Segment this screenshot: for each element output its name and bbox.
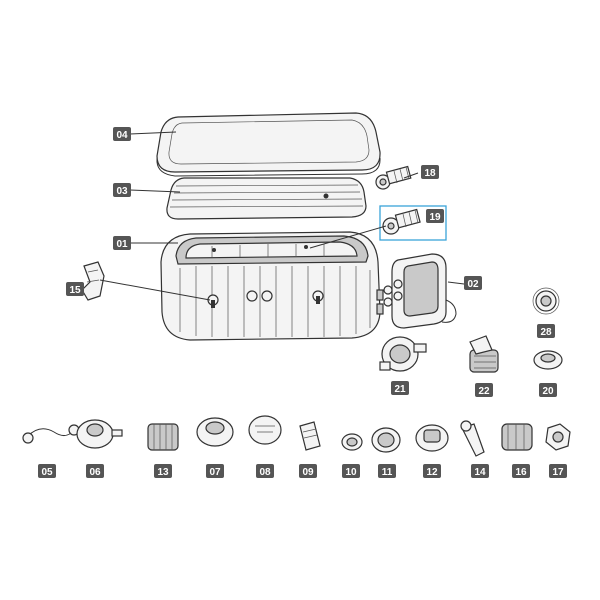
svg-text:18: 18 [424,168,436,179]
part-19-highlight-frame [379,205,447,241]
svg-text:12: 12 [426,467,438,478]
part-10-ring [341,433,363,451]
part-07-filter-cover [196,417,234,447]
svg-text:04: 04 [116,130,128,141]
svg-text:19: 19 [429,212,441,223]
svg-text:28: 28 [540,327,552,338]
part-21-filter-housing [379,336,427,372]
part-17-hex-nut [545,423,571,451]
part-20-plug-cap [533,350,563,370]
label-02: 02 [464,276,482,290]
part-06-valve [76,419,123,449]
svg-text:20: 20 [542,386,554,397]
svg-text:10: 10 [345,467,357,478]
label-13: 13 [154,464,172,478]
label-17: 17 [549,464,567,478]
part-02-pump-unit [383,253,457,329]
label-01: 01 [113,236,131,250]
part-08-strainer-cover [248,415,282,445]
part-15-clip [81,261,105,301]
label-12: 12 [423,464,441,478]
svg-text:11: 11 [382,467,393,478]
label-05: 05 [38,464,56,478]
part-03-air-cushion [166,177,367,220]
label-14: 14 [471,464,489,478]
part-01-tub-body [160,231,384,341]
label-04: 04 [113,127,131,141]
part-labels: 04 03 01 18 19 02 15 28 20 21 22 05 06 1… [38,127,567,478]
part-05-hose [22,424,80,444]
label-16: 16 [512,464,530,478]
svg-text:16: 16 [515,467,527,478]
part-11-nut [371,427,401,453]
svg-text:05: 05 [41,467,53,478]
label-21: 21 [391,381,409,395]
label-06: 06 [86,464,104,478]
part-18-jet-fitting [375,165,412,190]
part-19-jet-fitting [379,205,447,241]
svg-text:15: 15 [69,285,81,296]
svg-text:13: 13 [157,467,169,478]
label-11: 11 [378,464,396,478]
label-20: 20 [539,383,557,397]
part-28-plug [532,287,560,315]
svg-text:08: 08 [259,467,271,478]
label-07: 07 [206,464,224,478]
tub-wall-ribs [179,266,371,337]
label-10: 10 [342,464,360,478]
label-18: 18 [421,165,439,179]
part-14-wrench [460,420,485,457]
label-15: 15 [66,282,84,296]
label-19: 19 [426,209,444,223]
svg-text:01: 01 [116,239,128,250]
part-12-connector [415,424,449,452]
part-16-fitting [501,423,533,451]
svg-text:14: 14 [474,467,486,478]
part-22-mesh-filter [469,335,499,373]
svg-text:07: 07 [209,467,221,478]
svg-text:02: 02 [467,279,479,290]
label-22: 22 [475,383,493,397]
label-08: 08 [256,464,274,478]
label-03: 03 [113,183,131,197]
part-09-adapter [299,421,321,451]
svg-text:21: 21 [394,384,406,395]
label-28: 28 [537,324,555,338]
label-09: 09 [299,464,317,478]
svg-text:06: 06 [89,467,101,478]
svg-text:09: 09 [302,467,314,478]
svg-text:22: 22 [478,386,490,397]
svg-text:03: 03 [116,186,128,197]
tub-valves [207,290,324,308]
svg-text:17: 17 [552,467,564,478]
part-13-filter-cartridge [147,423,179,451]
part-04-cover [156,112,381,177]
leader-lines [99,131,465,301]
